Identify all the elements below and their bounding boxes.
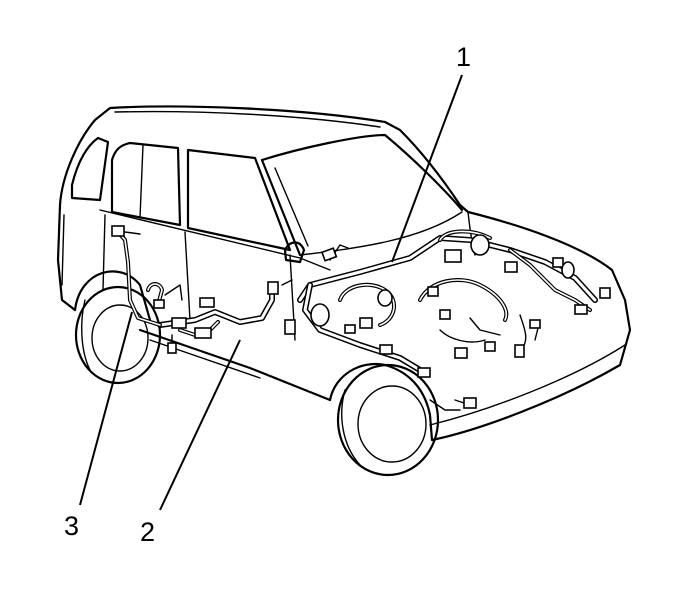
body-harness <box>157 279 293 354</box>
leader-line-2 <box>159 339 241 511</box>
callout-label-3: 3 <box>64 511 79 541</box>
callout-label-1: 1 <box>456 42 471 72</box>
callout-label-2: 2 <box>140 517 155 547</box>
leader-line-3 <box>79 311 133 506</box>
front-wheel <box>336 363 440 477</box>
callout-leaders <box>79 74 463 511</box>
rear-wheel <box>74 285 162 385</box>
rear-harness <box>111 225 183 327</box>
engine-harness <box>284 229 611 411</box>
leader-line-1 <box>391 74 463 263</box>
